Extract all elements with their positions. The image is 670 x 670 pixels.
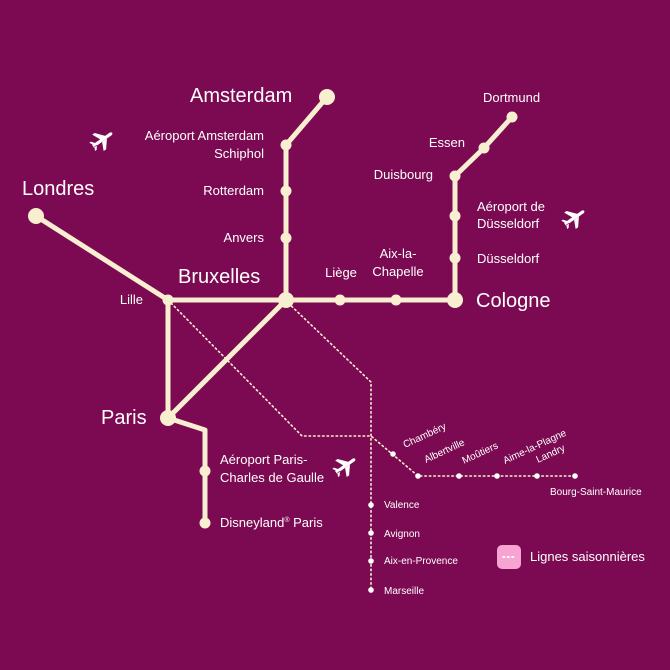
label-moutiers: Moûtiers — [461, 441, 500, 467]
label-schiphol-2: Schiphol — [214, 146, 264, 161]
station-avignon[interactable] — [368, 530, 374, 536]
station-schiphol[interactable] — [280, 139, 292, 151]
line-dortmund-cologne — [452, 114, 515, 303]
label-dus-airport-2: Düsseldorf — [477, 216, 540, 231]
station-bourg-saint-maurice[interactable] — [572, 473, 578, 479]
label-cdg-1: Aéroport Paris- — [220, 452, 307, 467]
station-amsterdam[interactable] — [319, 89, 335, 105]
label-amsterdam: Amsterdam — [190, 85, 292, 107]
station-cdg[interactable] — [199, 465, 211, 477]
seasonal-line-brussels-marseille — [284, 299, 372, 593]
label-aix-la-chapelle-1: Aix-la- — [380, 246, 417, 261]
line-paris-disneyland — [165, 415, 208, 526]
station-dortmund[interactable] — [506, 111, 518, 123]
station-lille[interactable] — [162, 294, 174, 306]
label-londres: Londres — [22, 178, 94, 200]
label-anvers: Anvers — [224, 230, 265, 245]
label-duisbourg: Duisbourg — [374, 167, 433, 182]
station-chambery[interactable] — [390, 451, 396, 457]
station-aix-la-chapelle[interactable] — [390, 294, 402, 306]
main-stations — [28, 89, 518, 529]
station-marseille[interactable] — [368, 587, 374, 593]
station-aix-en-provence[interactable] — [368, 558, 374, 564]
label-valence: Valence — [384, 500, 420, 511]
label-disneyland: Disneyland® Paris — [220, 515, 323, 530]
station-disneyland[interactable] — [199, 517, 211, 529]
label-avignon: Avignon — [384, 529, 420, 540]
label-albertville: Albertville — [423, 437, 467, 465]
station-bruxelles[interactable] — [278, 292, 294, 308]
label-cdg-2: Charles de Gaulle — [220, 470, 324, 485]
line-amsterdam-brussels — [283, 94, 330, 303]
label-lille: Lille — [120, 292, 143, 307]
line-brussels-paris — [165, 297, 289, 421]
station-rotterdam[interactable] — [280, 185, 292, 197]
legend-seasonal-label: Lignes saisonnières — [530, 549, 645, 564]
station-duisbourg[interactable] — [449, 170, 461, 182]
label-dusseldorf: Düsseldorf — [477, 251, 540, 266]
station-dus-airport[interactable] — [449, 210, 461, 222]
legend: Lignes saisonnières — [497, 545, 645, 569]
station-paris[interactable] — [160, 410, 176, 426]
label-cologne: Cologne — [476, 290, 551, 312]
seasonal-line-lille-alps — [167, 299, 576, 477]
station-valence[interactable] — [368, 502, 374, 508]
label-liege: Liège — [325, 265, 357, 280]
airplane-icon — [332, 458, 356, 478]
station-albertville[interactable] — [415, 473, 421, 479]
station-anvers[interactable] — [280, 232, 292, 244]
airplane-icon — [561, 210, 585, 230]
label-schiphol-1: Aéroport Amsterdam — [145, 128, 264, 143]
station-aime-la-plagne[interactable] — [494, 473, 500, 479]
label-essen: Essen — [429, 135, 465, 150]
station-dusseldorf[interactable] — [449, 252, 461, 264]
label-bruxelles: Bruxelles — [178, 266, 260, 288]
label-marseille: Marseille — [384, 586, 424, 597]
station-moutiers[interactable] — [456, 473, 462, 479]
station-liege[interactable] — [334, 294, 346, 306]
seasonal-stations — [368, 451, 578, 593]
label-paris: Paris — [101, 407, 147, 429]
station-landry[interactable] — [534, 473, 540, 479]
main-lines — [33, 94, 515, 526]
label-aix-la-chapelle-2: Chapelle — [372, 264, 423, 279]
label-aix-en-provence: Aix-en-Provence — [384, 556, 458, 567]
label-dus-airport-1: Aéroport de — [477, 199, 545, 214]
station-cologne[interactable] — [447, 292, 463, 308]
label-dortmund: Dortmund — [483, 90, 540, 105]
label-rotterdam: Rotterdam — [203, 183, 264, 198]
label-bourg-saint-maurice: Bourg-Saint-Maurice — [550, 487, 642, 498]
station-londres[interactable] — [28, 208, 44, 224]
line-london-lille — [33, 213, 171, 303]
station-essen[interactable] — [478, 142, 490, 154]
seasonal-lines — [167, 299, 576, 593]
airplane-icon — [89, 132, 113, 152]
